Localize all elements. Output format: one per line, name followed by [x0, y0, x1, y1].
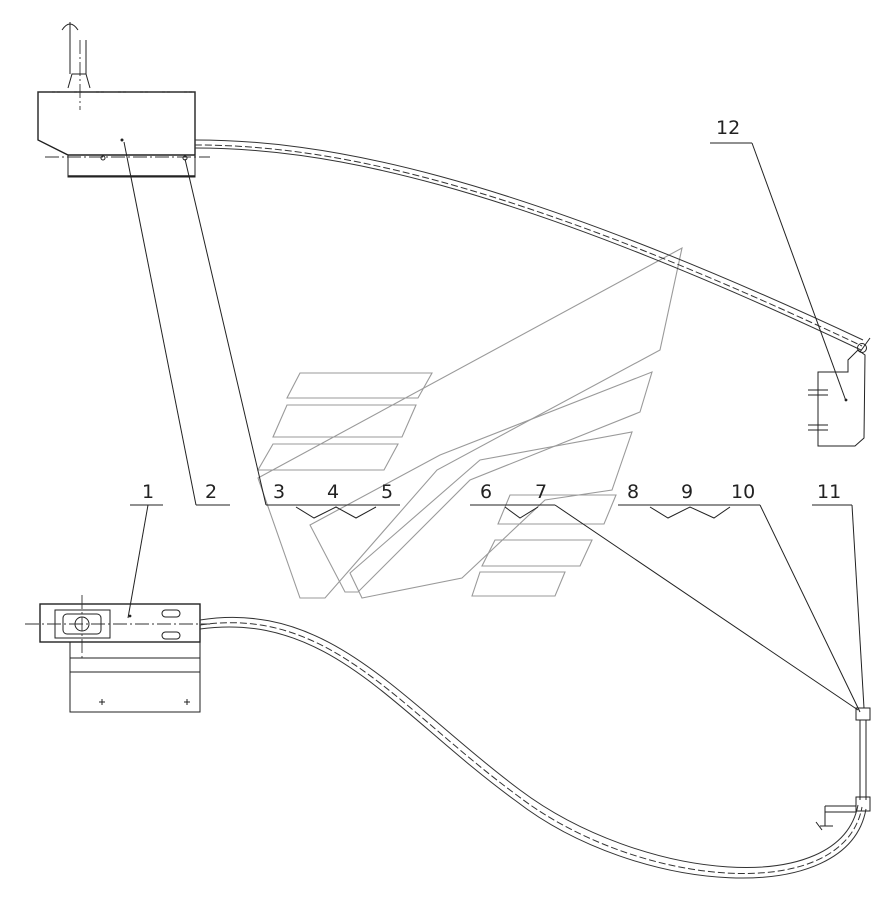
callout-8: 8 [627, 481, 639, 503]
callout-4: 4 [327, 481, 339, 503]
upper-control-unit [37, 22, 210, 178]
lower-cable [199, 616, 867, 879]
callout-3: 3 [273, 481, 285, 503]
lower-fitting [815, 707, 871, 831]
leader-lines [123, 141, 865, 713]
upper-bracket [808, 337, 871, 447]
callout-9: 9 [681, 481, 693, 503]
callout-7: 7 [535, 481, 547, 503]
lower-control-unit [25, 595, 210, 713]
lever-icon [61, 22, 91, 89]
callout-2: 2 [205, 481, 217, 503]
callout-10: 10 [731, 481, 755, 503]
mount-cross-icon [99, 699, 190, 705]
watermark-logo [257, 246, 683, 599]
callout-1: 1 [142, 481, 154, 503]
callout-11: 11 [817, 481, 841, 503]
callout-labels: 1 2 3 4 5 6 7 8 9 10 11 12 [142, 117, 841, 503]
callout-6: 6 [480, 481, 492, 503]
callout-12: 12 [716, 117, 740, 139]
callout-5: 5 [381, 481, 393, 503]
upper-cable [194, 139, 864, 351]
